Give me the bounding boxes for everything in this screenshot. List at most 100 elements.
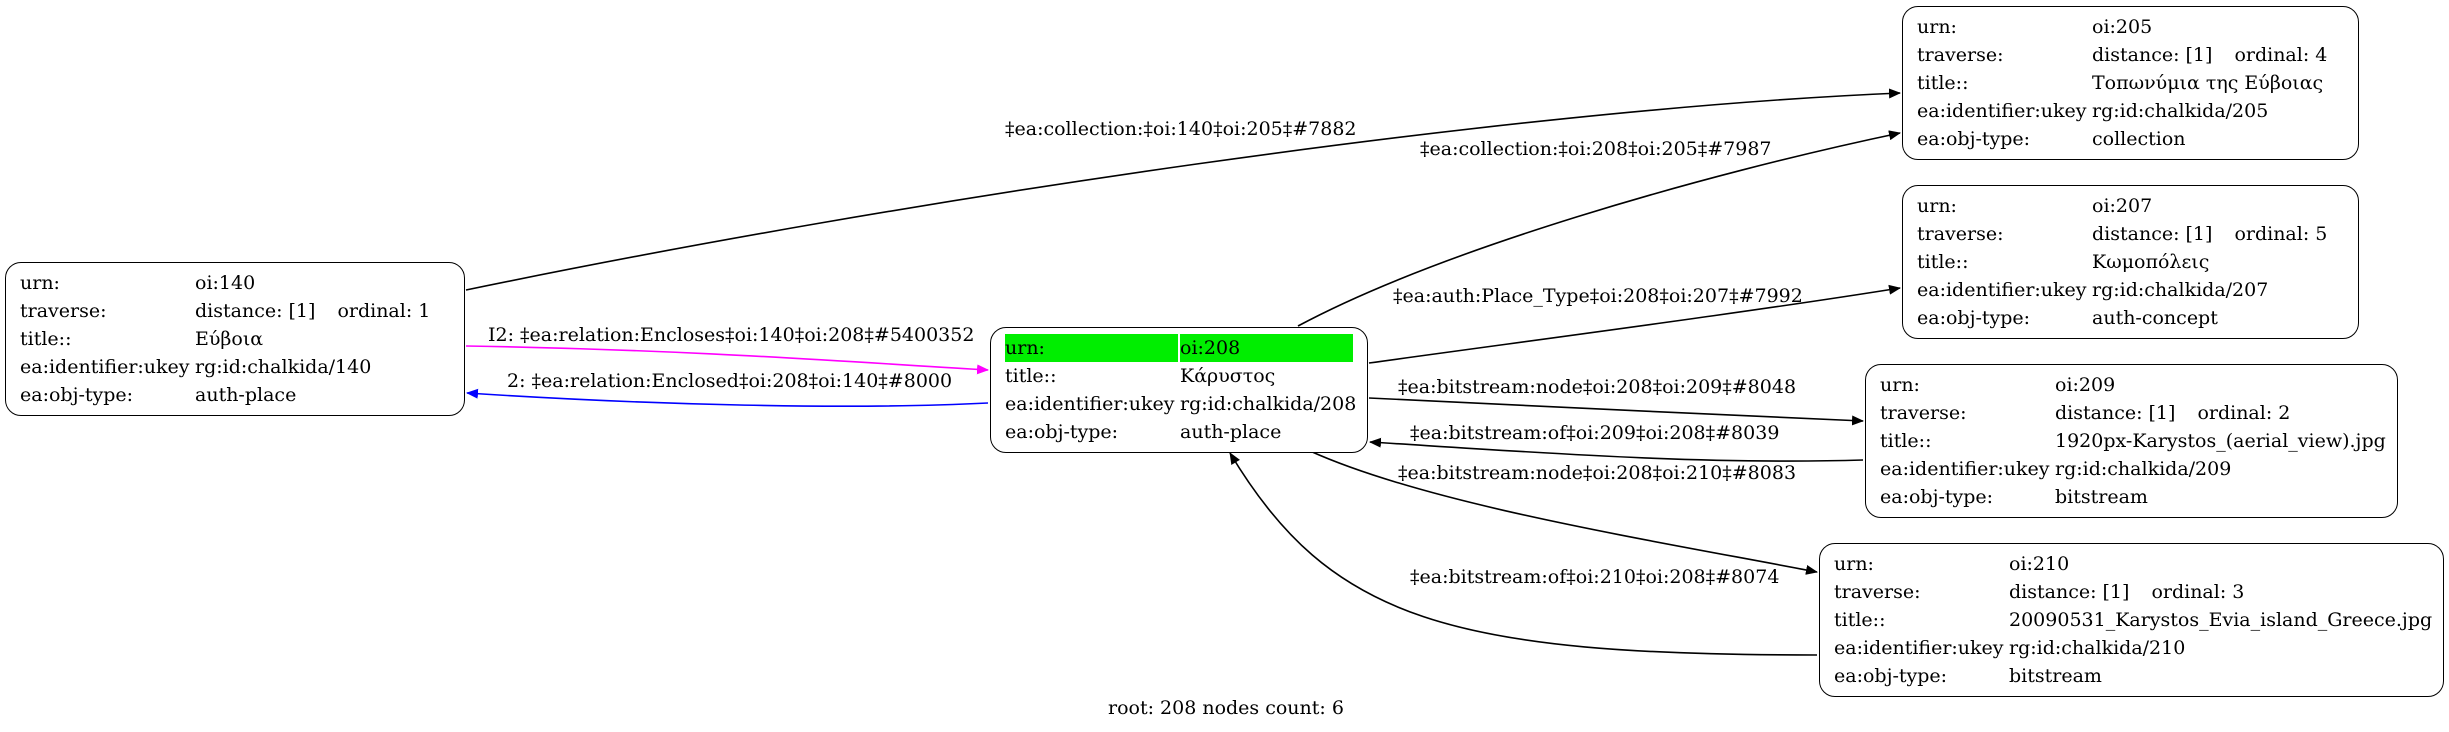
node-field-value: bitstream xyxy=(2055,486,2148,508)
node-field-value: rg:id:chalkida/210 xyxy=(2009,637,2186,659)
node-field-key: urn: xyxy=(1917,195,1957,217)
node-field-value-secondary: ordinal: 2 xyxy=(2197,402,2291,424)
node-row: traverse: distance: [1] ordinal: 3 xyxy=(1834,578,2429,606)
edge-oi140-to-oi208[interactable] xyxy=(465,345,989,375)
node-field-value: rg:id:chalkida/205 xyxy=(2092,100,2269,122)
node-field-value: 20090531_Karystos_Evia_island_Greece.jpg xyxy=(2009,609,2433,631)
edge-oi208-to-oi209[interactable] xyxy=(1368,397,1864,426)
node-field-key: urn: xyxy=(1005,334,1178,362)
node-field-key: title:: xyxy=(1917,251,1969,273)
node-field-value: distance: [1] xyxy=(2055,402,2176,424)
node-row: ea:obj-type: auth-place xyxy=(20,381,450,409)
node-field-key: traverse: xyxy=(1880,402,1967,424)
node-field-key: urn: xyxy=(20,272,60,294)
edge-oi209-to-oi208[interactable] xyxy=(1369,437,1864,462)
node-field-value: rg:id:chalkida/208 xyxy=(1180,393,1357,415)
node-field-key: title:: xyxy=(1880,430,1932,452)
node-field-value: oi:210 xyxy=(2009,553,2070,575)
node-row: traverse:distance: [1]ordinal: 5 xyxy=(1917,220,2344,248)
node-row: ea:obj-type: bitstream xyxy=(1834,662,2429,690)
node-row: urn:oi:205 xyxy=(1917,13,2344,41)
node-field-key: ea:obj-type: xyxy=(1917,307,2031,329)
node-field-value-secondary: ordinal: 4 xyxy=(2234,44,2328,66)
node-field-value: distance: [1] xyxy=(2092,223,2213,245)
node-oi209[interactable]: urn:oi:209 traverse: distance: [1] ordinal:… xyxy=(1865,364,2398,518)
edge-label: I2: ‡ea:relation:Encloses‡oi:140‡oi:208‡… xyxy=(488,324,975,346)
node-row: urn:oi:207 xyxy=(1917,192,2344,220)
node-field-key: title:: xyxy=(1917,72,1969,94)
node-row: ea:obj-type: auth-place xyxy=(1005,418,1353,446)
node-field-key: urn: xyxy=(1917,16,1957,38)
node-field-key: traverse: xyxy=(20,300,107,322)
edge-label: ‡ea:bitstream:node‡oi:208‡oi:209‡#8048 xyxy=(1398,376,1797,398)
node-row: urn:oi:209 xyxy=(1880,371,2383,399)
edge-oi208-to-oi210[interactable] xyxy=(1309,450,1818,575)
node-field-value: distance: [1] xyxy=(195,300,316,322)
edge-oi208-to-oi207[interactable] xyxy=(1368,284,1901,364)
edge-oi210-to-oi208[interactable] xyxy=(1229,452,1818,656)
node-row: title::Εύβοια xyxy=(20,325,450,353)
edge-label: ‡ea:bitstream:node‡oi:208‡oi:210‡#8083 xyxy=(1398,462,1797,484)
edge-label: ‡ea:bitstream:of‡oi:210‡oi:208‡#8074 xyxy=(1410,566,1780,588)
node-oi205[interactable]: urn:oi:205 traverse: distance: [1] ordinal:… xyxy=(1902,6,2359,160)
node-field-key: ea:identifier:ukey xyxy=(20,356,190,378)
node-field-key: ea:identifier:ukey xyxy=(1917,100,2087,122)
edge-oi140-to-oi205[interactable] xyxy=(465,88,1901,291)
node-field-key: ea:identifier:ukey xyxy=(1880,458,2050,480)
node-row: ea:obj-type:auth-concept xyxy=(1917,304,2344,332)
node-field-value: auth-place xyxy=(195,384,297,406)
node-field-value-secondary: ordinal: 5 xyxy=(2234,223,2328,245)
node-field-key: ea:obj-type: xyxy=(1834,665,1948,687)
node-field-key: title:: xyxy=(1005,365,1057,387)
node-field-value: bitstream xyxy=(2009,665,2102,687)
node-field-value: Τοπωνύμια της Εύβοιας xyxy=(2092,72,2324,94)
node-row: urn: oi:140 xyxy=(20,269,450,297)
node-field-value: rg:id:chalkida/207 xyxy=(2092,279,2269,301)
node-field-value: Εύβοια xyxy=(195,328,264,350)
node-row: traverse: distance: [1] ordinal: 4 xyxy=(1917,41,2344,69)
node-field-key: ea:identifier:ukey xyxy=(1834,637,2004,659)
node-field-key: title:: xyxy=(1834,609,1886,631)
edge-label: 2: ‡ea:relation:Enclosed‡oi:208‡oi:140‡#… xyxy=(507,370,953,392)
node-field-value: distance: [1] xyxy=(2092,44,2213,66)
node-field-value-secondary: ordinal: 3 xyxy=(2151,581,2245,603)
node-field-key: ea:obj-type: xyxy=(1005,421,1119,443)
edge-oi208-to-oi205[interactable] xyxy=(1297,130,1901,327)
node-row: title::Κάρυστος xyxy=(1005,362,1353,390)
node-field-value: oi:208 xyxy=(1180,334,1353,362)
node-oi140[interactable]: urn: oi:140 traverse: distance: [1] ordinal:… xyxy=(5,262,465,416)
edge-label: ‡ea:collection:‡oi:140‡oi:205‡#7882 xyxy=(1005,118,1357,140)
node-field-value: rg:id:chalkida/140 xyxy=(195,356,372,378)
node-field-key: traverse: xyxy=(1917,44,2004,66)
node-field-key: title:: xyxy=(20,328,72,350)
node-row: title::1920px-Karystos_(aerial_view).jpg xyxy=(1880,427,2386,455)
node-field-key: urn: xyxy=(1834,553,1874,575)
node-field-value: rg:id:chalkida/209 xyxy=(2055,458,2232,480)
node-field-key: traverse: xyxy=(1834,581,1921,603)
node-row: ea:obj-type:collection xyxy=(1917,125,2344,153)
node-field-value-secondary: ordinal: 1 xyxy=(337,300,431,322)
node-field-value: distance: [1] xyxy=(2009,581,2130,603)
node-field-value: auth-place xyxy=(1180,421,1282,443)
graph-footer: root: 208 nodes count: 6 xyxy=(1108,697,1344,719)
node-oi210[interactable]: urn: oi:210 traverse: distance: [1] ordinal:… xyxy=(1819,543,2444,697)
edge-label: ‡ea:auth:Place_Type‡oi:208‡oi:207‡#7992 xyxy=(1393,285,1803,307)
node-field-key: ea:obj-type: xyxy=(20,384,134,406)
node-field-value: oi:140 xyxy=(195,272,256,294)
node-field-key: ea:identifier:ukey xyxy=(1005,393,1175,415)
edge-oi208-to-oi140[interactable] xyxy=(466,388,989,407)
edge-label: ‡ea:bitstream:of‡oi:209‡oi:208‡#8039 xyxy=(1410,422,1780,444)
node-row: ea:obj-type: bitstream xyxy=(1880,483,2383,511)
node-field-value: oi:209 xyxy=(2055,374,2116,396)
node-row: traverse: distance: [1] ordinal: 2 xyxy=(1880,399,2383,427)
node-field-key: ea:obj-type: xyxy=(1880,486,1994,508)
node-row: title::Κωμοπόλεις xyxy=(1917,248,2344,276)
node-field-value: 1920px-Karystos_(aerial_view).jpg xyxy=(2055,430,2386,452)
